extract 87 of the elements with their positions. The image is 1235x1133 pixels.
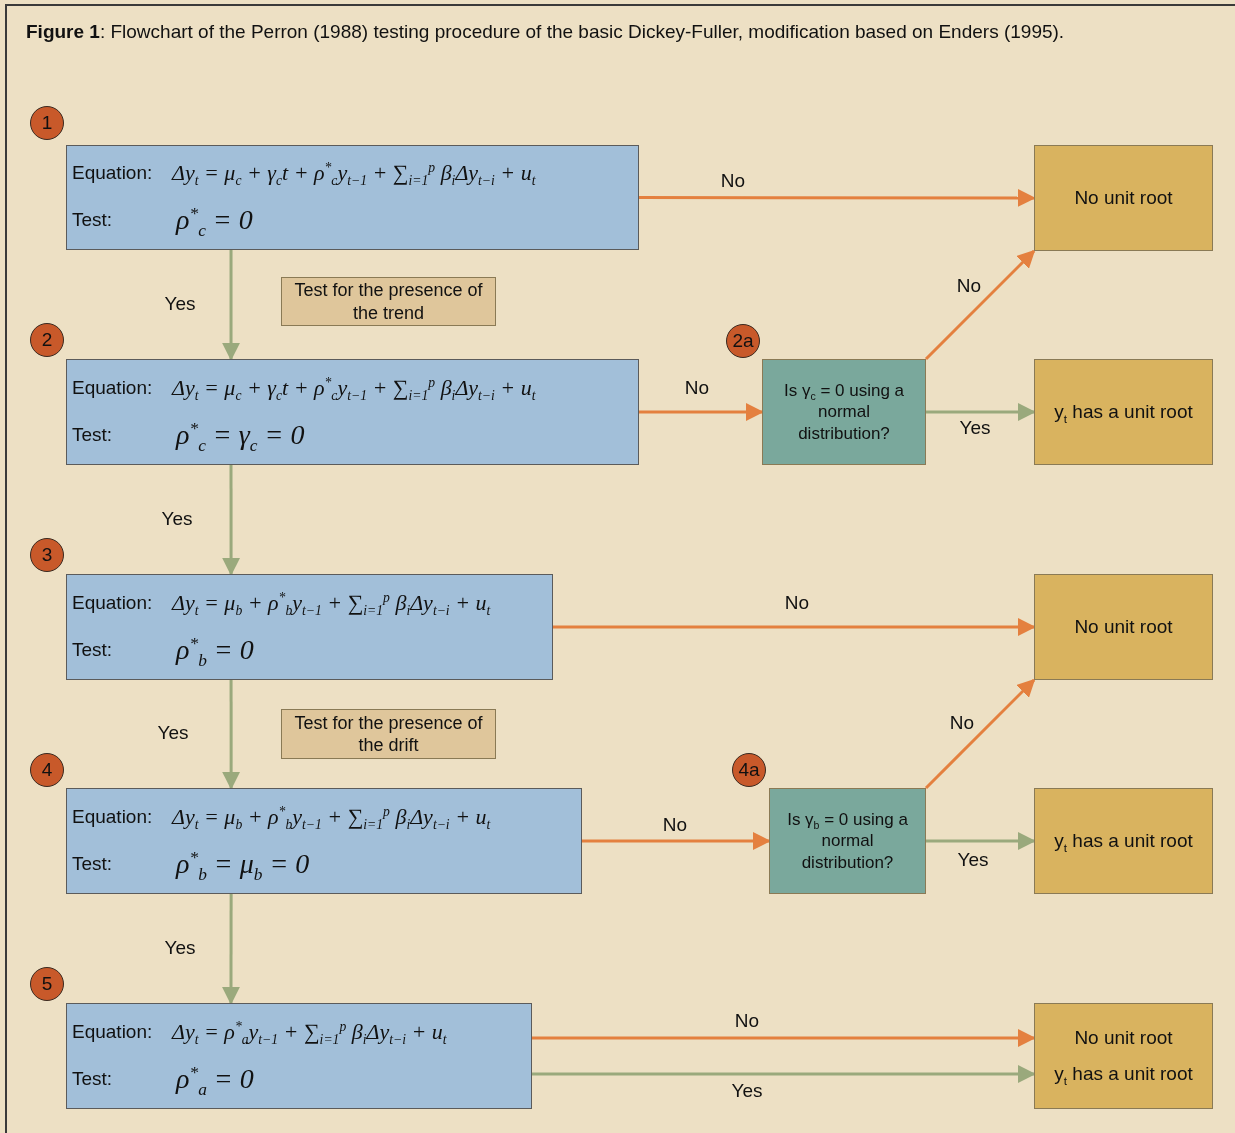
- arrow: [222, 465, 241, 576]
- arrow: [553, 618, 1036, 636]
- step-number: 5: [41, 973, 53, 995]
- box-text: No unit root: [1074, 1026, 1173, 1050]
- edge-label: No: [734, 1010, 760, 1032]
- box-text: Test for the presence of the drift: [293, 711, 484, 757]
- figure-title: Figure 1: Flowchart of the Perron (1988) testing procedure of the basic Dickey-Fuller, modification based on Enders (1995).: [26, 20, 1066, 44]
- result-box: [1034, 359, 1213, 465]
- row-label: Equation:: [72, 591, 153, 614]
- row-label: Test:: [72, 208, 113, 231]
- arrow: [222, 250, 240, 361]
- test-condition: ρ$^{*}$$_{c}$ = 0: [174, 203, 253, 236]
- row-label: Equation:: [72, 162, 153, 185]
- row-label: Test:: [72, 423, 113, 446]
- step-number-circle: [30, 323, 64, 357]
- equation-box: [66, 788, 582, 894]
- step-number-circle: [726, 324, 760, 358]
- arrow: [924, 249, 1036, 361]
- test-condition: ρ$^{*}$$_{c}$ = γ$_{c}$ = 0: [174, 418, 305, 451]
- arrow: [222, 680, 241, 790]
- box-text: No unit root: [1074, 615, 1173, 639]
- result-box: [1034, 145, 1213, 251]
- arrow: [924, 678, 1036, 790]
- row-label: Test:: [72, 1067, 113, 1090]
- step-number: 4a: [738, 759, 760, 781]
- equation: Δy$_{t}$ = ρ$^{*}$$_{a}$y$_{t−1}$ + ∑$_{i=1}$$^{p}$ β$_{i}$Δy$_{t−i}$ + u$_{t}$: [172, 1018, 447, 1045]
- equation-box: [66, 574, 553, 680]
- equation-box: [66, 145, 639, 250]
- arrow: [926, 832, 1036, 850]
- row-label: Test:: [72, 638, 113, 661]
- step-number: 2: [41, 329, 53, 351]
- equation: Δy$_{t}$ = μ$_{c}$ + γ$_{c}$t + ρ$^{*}$$_{c}$y$_{t−1}$ + ∑$_{i=1}$$^{p}$ β$_{i}$Δy$_{t−i}$ + u$_{t}$: [172, 374, 536, 401]
- box-text: No unit root: [1074, 186, 1173, 210]
- edge-label: Yes: [731, 1080, 763, 1102]
- arrow: [582, 832, 771, 850]
- note-box: [281, 277, 496, 326]
- edge-label: No: [956, 275, 982, 297]
- result-box: [1034, 788, 1213, 894]
- equation-box: [66, 1003, 532, 1109]
- edge-label: Yes: [164, 293, 196, 315]
- edge-label: No: [720, 170, 746, 192]
- test-condition: ρ$^{*}$$_{a}$ = 0: [174, 1062, 254, 1095]
- box-text: Is γ$_{c}$ = 0 using a normal distribution?: [782, 380, 906, 444]
- step-number: 1: [41, 112, 53, 134]
- edge-label: Yes: [164, 937, 196, 959]
- row-label: Test:: [72, 852, 113, 875]
- note-box: [281, 709, 496, 759]
- edge-label: No: [684, 377, 710, 399]
- box-text: y$_{t}$ has a unit root: [1054, 1062, 1193, 1086]
- result-box: [1034, 1003, 1213, 1109]
- arrow: [532, 1029, 1036, 1047]
- arrow: [639, 189, 1036, 207]
- box-text: Is γ$_{b}$ = 0 using a normal distribution?: [786, 809, 909, 873]
- step-number-circle: [30, 106, 64, 140]
- step-number-circle: [30, 967, 64, 1001]
- step-number-circle: [30, 753, 64, 787]
- edge-label: Yes: [161, 508, 193, 530]
- step-number: 3: [41, 544, 53, 566]
- decision-box: [769, 788, 926, 894]
- box-text: y$_{t}$ has a unit root: [1054, 400, 1193, 424]
- edge-label: Yes: [157, 722, 189, 744]
- equation: Δy$_{t}$ = μ$_{b}$ + ρ$^{*}$$_{b}$y$_{t−1}$ + ∑$_{i=1}$$^{p}$ β$_{i}$Δy$_{t−i}$ + u$_{t}$: [172, 589, 491, 616]
- test-condition: ρ$^{*}$$_{b}$ = 0: [174, 633, 254, 666]
- decision-box: [762, 359, 926, 465]
- row-label: Equation:: [72, 376, 153, 399]
- box-text: y$_{t}$ has a unit root: [1054, 829, 1193, 853]
- step-number: 2a: [732, 330, 754, 352]
- row-label: Equation:: [72, 805, 153, 828]
- edge-label: No: [949, 712, 975, 734]
- edge-label: Yes: [959, 417, 991, 439]
- equation: Δy$_{t}$ = μ$_{c}$ + γ$_{c}$t + ρ$^{*}$$_{c}$y$_{t−1}$ + ∑$_{i=1}$$^{p}$ β$_{i}$Δy$_{t−i}$ + u$_{t}$: [172, 160, 536, 187]
- result-box: [1034, 574, 1213, 680]
- step-number-circle: [732, 753, 766, 787]
- step-number-circle: [30, 538, 64, 572]
- edge-label: No: [662, 814, 688, 836]
- step-number: 4: [41, 759, 53, 781]
- equation: Δy$_{t}$ = μ$_{b}$ + ρ$^{*}$$_{b}$y$_{t−1}$ + ∑$_{i=1}$$^{p}$ β$_{i}$Δy$_{t−i}$ + u$_{t}$: [172, 803, 491, 830]
- row-label: Equation:: [72, 1020, 153, 1043]
- box-text: Test for the presence of the trend: [293, 279, 484, 324]
- test-condition: ρ$^{*}$$_{b}$ = μ$_{b}$ = 0: [174, 847, 310, 880]
- arrow: [639, 403, 764, 421]
- arrow: [926, 403, 1036, 421]
- arrow: [222, 894, 240, 1005]
- edge-label: Yes: [957, 849, 989, 871]
- edge-label: No: [784, 592, 810, 614]
- arrow: [532, 1065, 1036, 1083]
- equation-box: [66, 359, 639, 465]
